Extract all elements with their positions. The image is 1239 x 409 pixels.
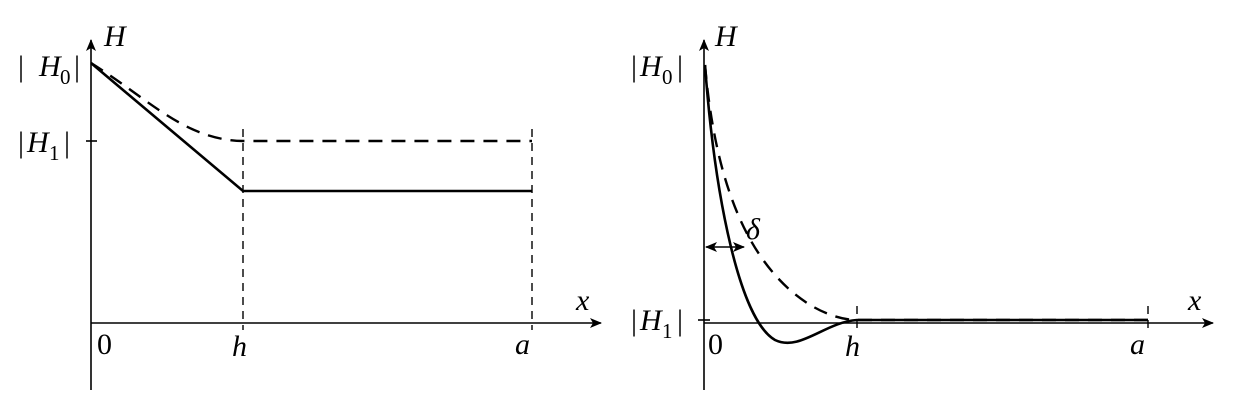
svg-text:|: |: [64, 126, 70, 159]
right-dashed-curve: [703, 64, 1148, 322]
right-origin-label: 0: [708, 328, 723, 361]
left-h1-label: | H 1 |: [18, 126, 70, 165]
left-y-axis-label: H: [103, 20, 128, 53]
svg-text:H: H: [639, 304, 664, 337]
svg-text:1: 1: [662, 319, 673, 343]
left-x-axis-label: x: [575, 284, 590, 317]
left-h-tick-label: h: [232, 330, 247, 363]
svg-text:1: 1: [49, 141, 60, 165]
left-dashed-curve: [90, 61, 532, 143]
svg-text:|: |: [18, 126, 24, 159]
right-h1-label: | H 1 |: [631, 304, 683, 343]
svg-text:|: |: [74, 50, 80, 83]
right-h0-label: | H 0 |: [631, 50, 683, 89]
right-x-axis-label: x: [1187, 284, 1202, 317]
svg-text:0: 0: [60, 65, 71, 89]
svg-text:|: |: [631, 50, 637, 83]
right-panel: δ H x | H 0 | | H 1 | 0 h a: [631, 20, 1214, 390]
svg-text:H: H: [639, 50, 664, 83]
svg-text:H: H: [26, 126, 51, 159]
left-h0-label: | H 0 |: [18, 50, 80, 89]
svg-text:|: |: [18, 50, 24, 83]
svg-text:H: H: [38, 50, 63, 83]
right-delta-label: δ: [746, 213, 761, 246]
left-panel: H x | H 0 | | H 1 | 0 h a: [18, 20, 602, 390]
svg-text:|: |: [677, 50, 683, 83]
svg-text:0: 0: [662, 65, 673, 89]
svg-text:|: |: [631, 304, 637, 337]
left-origin-label: 0: [97, 328, 112, 361]
right-h-tick-label: h: [845, 330, 860, 363]
right-solid-curve: [703, 64, 1148, 345]
svg-text:|: |: [677, 304, 683, 337]
left-a-tick-label: a: [515, 328, 530, 361]
left-solid-curve: [90, 62, 532, 193]
right-y-axis-label: H: [714, 20, 739, 53]
right-a-tick-label: a: [1130, 328, 1145, 361]
